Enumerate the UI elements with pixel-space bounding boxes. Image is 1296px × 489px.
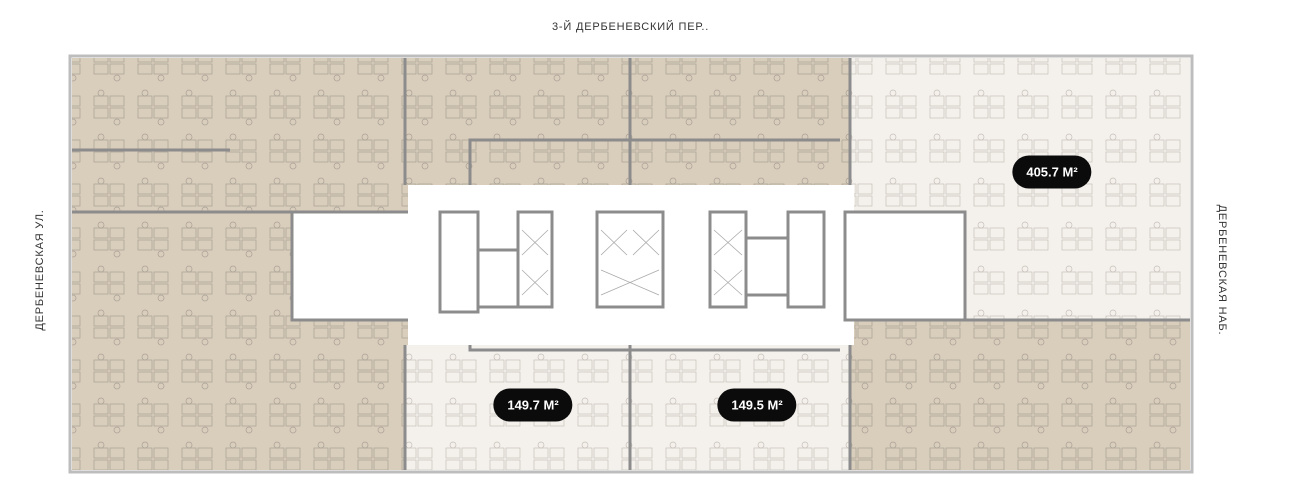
building-core: [290, 185, 967, 345]
available-zones: [405, 58, 1190, 470]
occupied-zones: [72, 58, 1190, 470]
unit-area-badge-south-east[interactable]: 149.5 М²: [717, 388, 797, 422]
unit-area-badge-east[interactable]: 405.7 М²: [1012, 155, 1092, 189]
unit-area-badge-south-west[interactable]: 149.7 М²: [493, 388, 573, 422]
walls: [72, 58, 1190, 470]
street-label-top: 3-Й ДЕРБЕНЕВСКИЙ ПЕР..: [552, 21, 710, 33]
